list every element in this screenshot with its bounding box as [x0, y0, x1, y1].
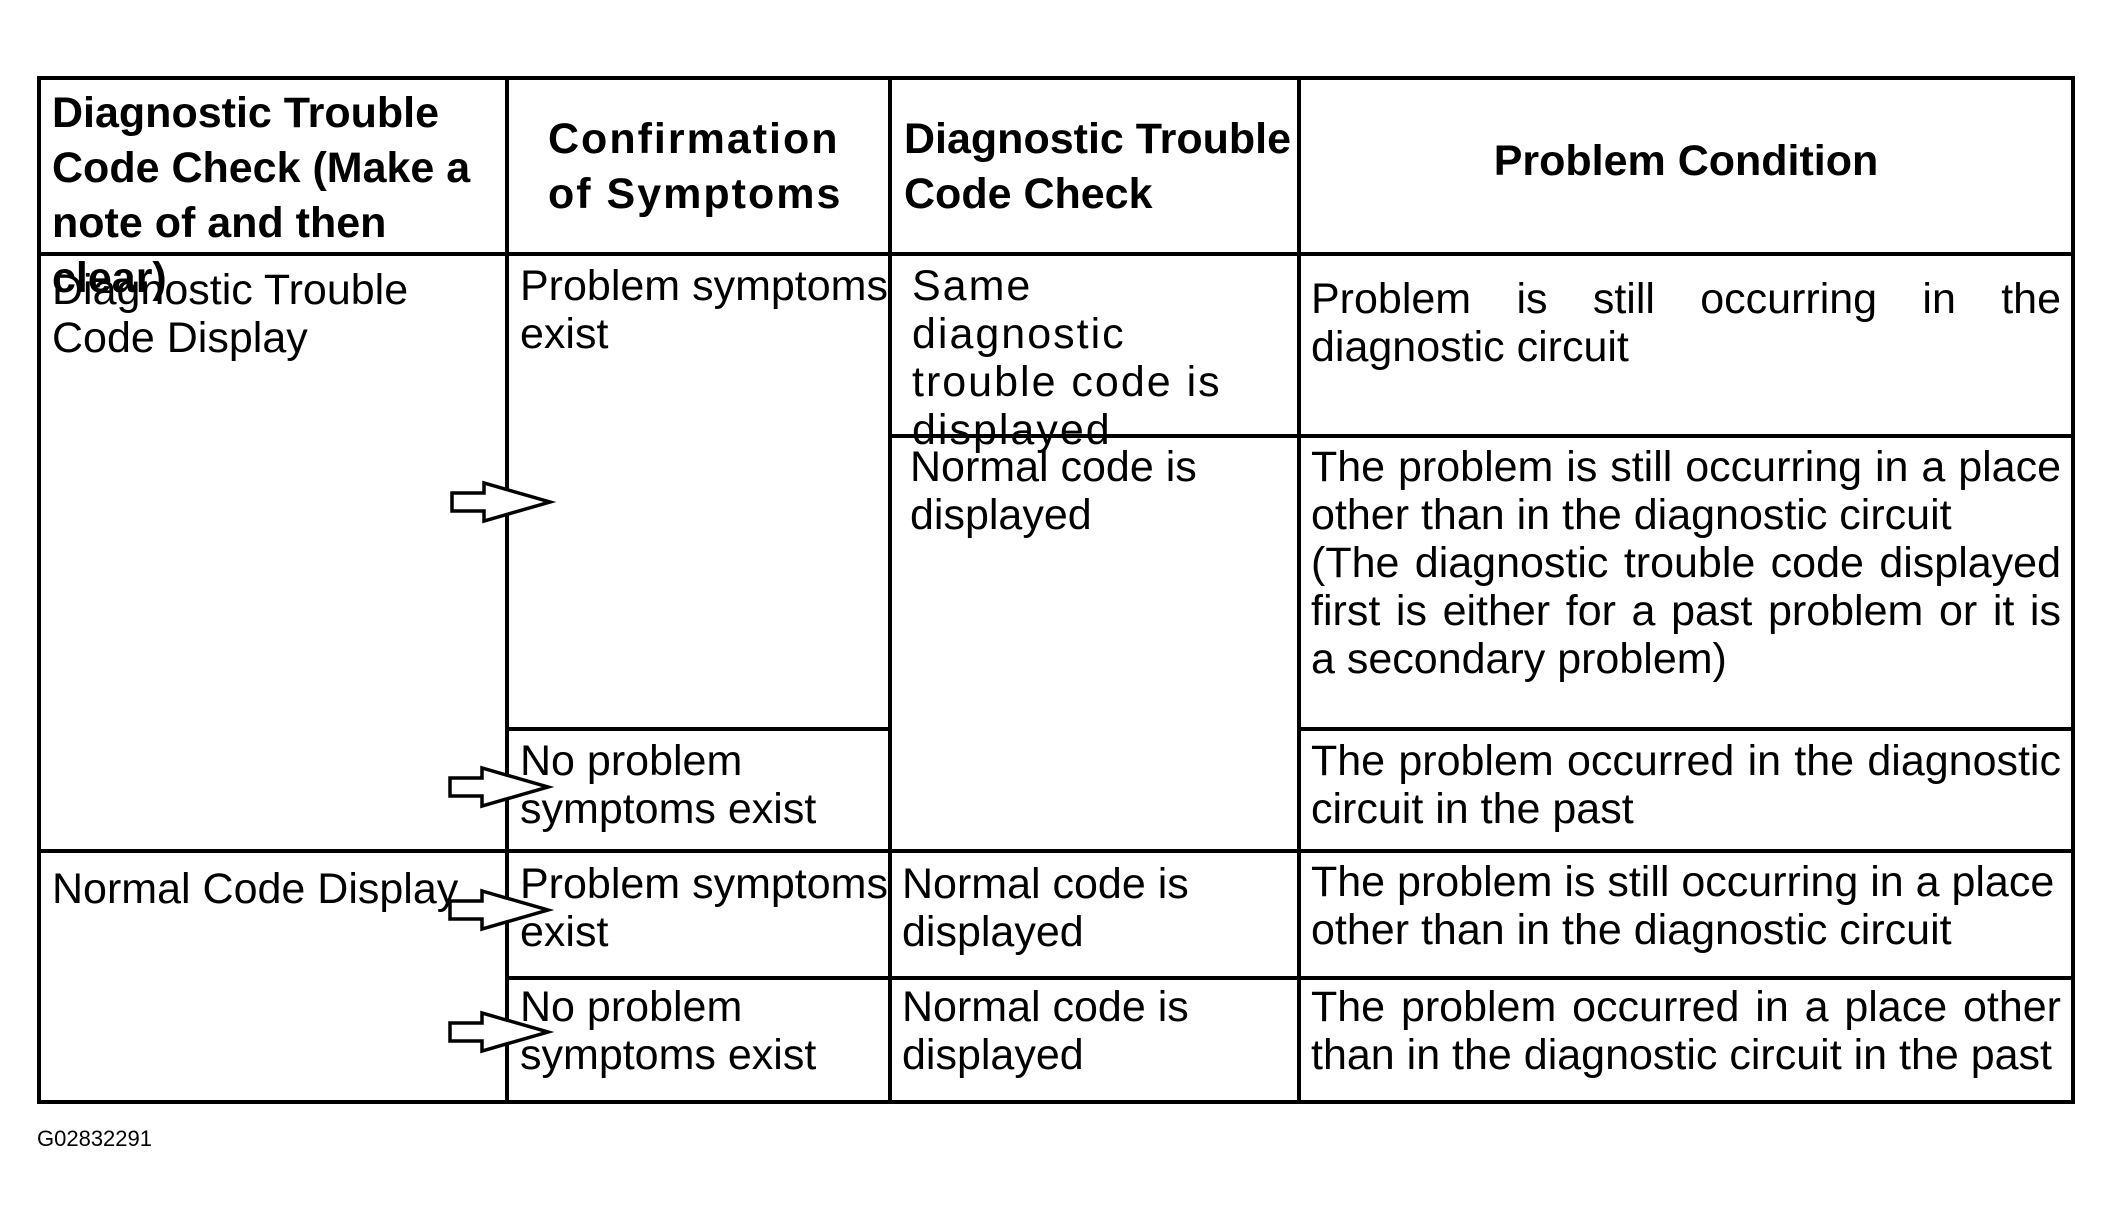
table-border: [37, 76, 2075, 1104]
figure-code: G02832291: [37, 1126, 152, 1151]
header-confirmation-of-symptoms: Confirmation of Symptoms: [548, 115, 843, 218]
group-dtc-display: Diagnostic Trouble Code Display: [52, 266, 409, 362]
header-problem-condition: Problem Condition: [1493, 137, 1879, 185]
arrow-icon: [448, 765, 555, 809]
header-dtc-check: Diagnostic Trouble Code Check: [904, 115, 1292, 218]
check-same-code: Same diagnostic trouble code is displaye…: [912, 262, 1222, 454]
symptom-no-problem: No problem symptoms exist: [520, 983, 817, 1079]
header-dtc-check-clear: Diagnostic Trouble Code Check (Make a no…: [52, 89, 471, 302]
condition-still-elsewhere-secondary: The problem is still occurring in a plac…: [1311, 443, 2061, 683]
arrow-icon: [448, 1010, 555, 1054]
arrow-icon: [450, 480, 557, 524]
symptom-no-problem: No problem symptoms exist: [520, 737, 817, 833]
condition-still-elsewhere: The problem is still occurring in a plac…: [1311, 858, 2055, 954]
condition-past-elsewhere: The problem occurred in a place other th…: [1311, 983, 2061, 1079]
arrow-icon: [448, 888, 555, 932]
check-normal-code: Normal code is displayed: [902, 860, 1189, 956]
condition-past-in-circuit: The problem occurred in the diagnostic c…: [1311, 737, 2061, 833]
check-normal-code: Normal code is displayed: [902, 983, 1189, 1079]
symptom-problem-exists: Problem symptoms exist: [520, 860, 888, 956]
check-normal-code: Normal code is displayed: [910, 443, 1197, 539]
group-normal-code-display: Normal Code Display: [52, 865, 459, 913]
condition-still-in-circuit: Problem is still occurring in the diagno…: [1311, 275, 2061, 371]
symptom-problem-exists: Problem symptoms exist: [520, 262, 888, 358]
